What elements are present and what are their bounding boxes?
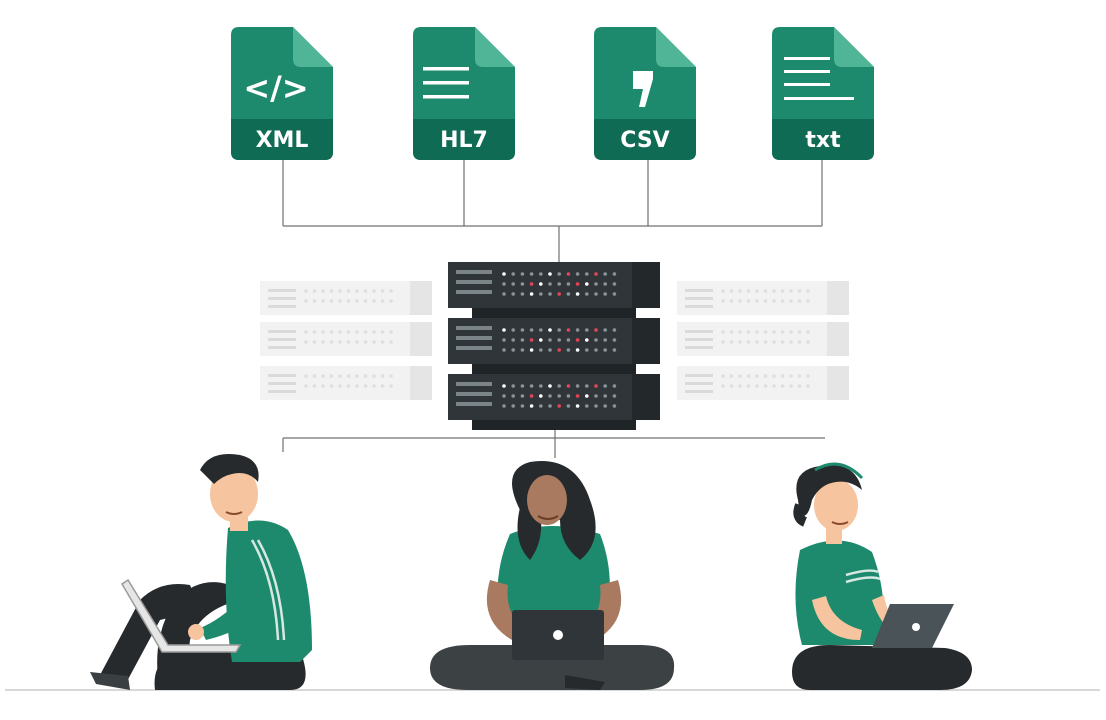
server-unit [448,318,660,374]
side-server-unit [260,281,432,315]
file-connectors [282,160,823,264]
person-left [90,454,312,690]
file-icon-hl7: HL7 [413,27,515,160]
side-servers-right [677,281,849,400]
text-lines-icon [784,57,854,100]
file-icon-xml: </> XML [231,27,333,160]
svg-text:</>: </> [243,69,308,107]
side-server-unit [677,281,849,315]
comma-icon [633,71,653,107]
side-servers-left [260,281,432,400]
side-server-unit [260,322,432,356]
server-stack [448,262,660,430]
side-server-unit [260,366,432,400]
file-icon-csv: CSV [594,27,696,160]
file-label: XML [256,128,309,153]
person-right [792,462,972,690]
file-label: txt [805,128,841,153]
lines-icon [423,67,469,99]
file-icon-txt: txt [772,27,874,160]
file-label: CSV [620,128,669,153]
file-label: HL7 [440,128,488,153]
code-icon: </> [243,69,308,107]
server-unit [448,262,660,318]
server-unit [448,374,660,430]
side-server-unit [677,322,849,356]
person-center [430,461,675,690]
side-server-unit [677,366,849,400]
